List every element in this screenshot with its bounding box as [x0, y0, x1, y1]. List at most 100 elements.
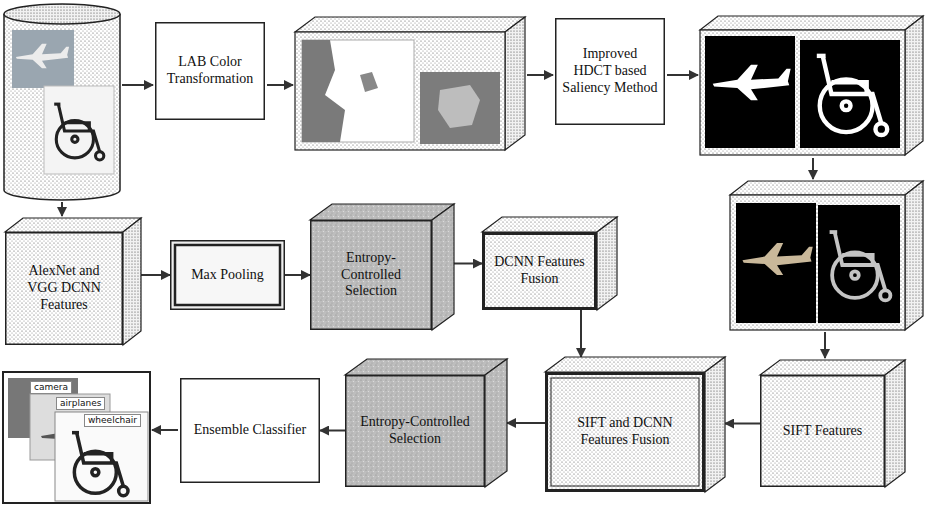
panel-side: [905, 16, 923, 155]
process-box: SIFT and DCNN Features Fusion: [545, 357, 725, 492]
box-label: Entropy-Controlled Selection: [352, 414, 478, 448]
text-area: Entropy-Controlled Selection: [345, 375, 485, 487]
box-top-face: [345, 359, 507, 375]
box-label: Max Pooling: [191, 267, 264, 284]
text-area: Entropy-Controlled Selection: [310, 220, 432, 330]
box-top-face: [545, 357, 725, 372]
lab-image: [420, 72, 500, 144]
text-group: DCNN Features Fusion: [489, 254, 590, 288]
photo-airplane: [12, 30, 74, 88]
text-area: SIFT Features: [760, 375, 885, 487]
text-area: Ensemble Classifier: [180, 378, 320, 483]
box-label: Ensemble Classifier: [194, 422, 306, 439]
segmented-image: [818, 205, 900, 323]
box-top-face: [482, 217, 617, 232]
wheelchair-figure: [54, 104, 104, 160]
process-box: Max Pooling: [170, 240, 285, 310]
box-side-face: [705, 357, 725, 492]
text-group: Max Pooling: [191, 267, 264, 284]
panel-top: [700, 16, 923, 30]
box-side-face: [432, 204, 454, 330]
process-box: LAB Color Transformation: [155, 22, 265, 120]
box-label: Improved HDCT based Saliency Method: [562, 46, 658, 96]
flow-arrow: [527, 74, 553, 76]
box-front-face: [556, 19, 665, 125]
text-group: Ensemble Classifier: [194, 422, 306, 439]
text-area: LAB Color Transformation: [155, 22, 265, 120]
segmented-panel: [730, 181, 923, 330]
flow-arrow: [824, 332, 826, 358]
box-top-face: [5, 218, 141, 232]
box-label: DCNN Features Fusion: [489, 254, 590, 288]
lab-image: [302, 40, 414, 142]
output-panel: [3, 372, 150, 503]
text-group: AlexNet and VGG DCNN Features: [12, 263, 116, 313]
text-area: Max Pooling: [170, 240, 285, 310]
flow-arrow: [152, 429, 178, 431]
box-front-face: [346, 376, 485, 487]
flow-connector: [454, 263, 482, 265]
output-frame: [3, 372, 150, 503]
cylinder-top: [4, 4, 120, 24]
box-label: AlexNet and VGG DCNN Features: [12, 263, 116, 313]
text-group: SIFT and DCNN Features Fusion: [555, 415, 695, 449]
airplane-segment: [742, 243, 812, 275]
box-label: SIFT and DCNN Features Fusion: [555, 415, 695, 449]
photo-wheelchair: [55, 412, 148, 501]
box-front-face: [547, 374, 704, 491]
text-group: SIFT Features: [783, 423, 862, 440]
segmented-image: [736, 203, 816, 323]
box-side-face: [885, 360, 905, 487]
process-box: SIFT Features: [760, 360, 905, 487]
text-area: Improved HDCT based Saliency Method: [555, 18, 665, 125]
box-front-face: [761, 376, 885, 487]
panel-top: [295, 17, 525, 32]
process-box: AlexNet and VGG DCNN Features: [5, 218, 141, 345]
box-front-face: [181, 379, 320, 483]
box-top-face: [760, 360, 905, 375]
box-inner-frame: [551, 378, 699, 486]
box-side-face: [123, 218, 141, 345]
box-label: SIFT Features: [783, 423, 862, 440]
text-area: AlexNet and VGG DCNN Features: [5, 232, 123, 345]
lab-region: [360, 72, 378, 92]
box-top-face: [310, 204, 454, 220]
box-front-face: [484, 234, 596, 309]
flow-arrow: [812, 158, 814, 179]
flow-connector: [320, 430, 345, 432]
airplane-figure: [16, 44, 69, 68]
box-side-face: [597, 217, 617, 310]
flow-connector: [285, 274, 310, 276]
box-side-face: [485, 359, 507, 487]
flow-arrow: [267, 84, 293, 86]
box-label: LAB Color Transformation: [162, 54, 258, 88]
process-box: Entropy-Controlled Selection: [310, 204, 454, 330]
panel-top: [730, 181, 923, 195]
saliency-map: [705, 36, 795, 148]
process-box: Entropy-Controlled Selection: [345, 359, 507, 487]
flow-connector: [507, 422, 545, 424]
box-front-face: [171, 241, 285, 310]
class-label: airplanes: [56, 397, 105, 410]
process-box: Ensemble Classifier: [180, 378, 320, 483]
flow-connector: [580, 310, 582, 357]
box-label: Entropy-Controlled Selection: [317, 250, 425, 300]
text-group: Entropy-Controlled Selection: [317, 250, 425, 300]
wheelchair-figure: [72, 433, 128, 496]
flow-connector: [141, 274, 170, 276]
saliency-map: [800, 40, 900, 148]
photo-wheelchair: [44, 86, 114, 174]
lab-region: [438, 85, 480, 128]
box-inner-frame: [175, 245, 280, 305]
process-box: DCNN Features Fusion: [482, 217, 617, 310]
class-label: camera: [30, 381, 72, 394]
box-front-face: [311, 221, 432, 330]
panel-front: [730, 195, 905, 330]
box-front-face: [6, 233, 123, 345]
text-group: LAB Color Transformation: [162, 54, 258, 88]
flow-arrow: [667, 74, 698, 76]
wheelchair-mask: [817, 56, 887, 135]
flow-arrow: [122, 84, 153, 86]
text-group: Entropy-Controlled Selection: [352, 414, 478, 448]
text-area: SIFT and DCNN Features Fusion: [545, 372, 705, 492]
